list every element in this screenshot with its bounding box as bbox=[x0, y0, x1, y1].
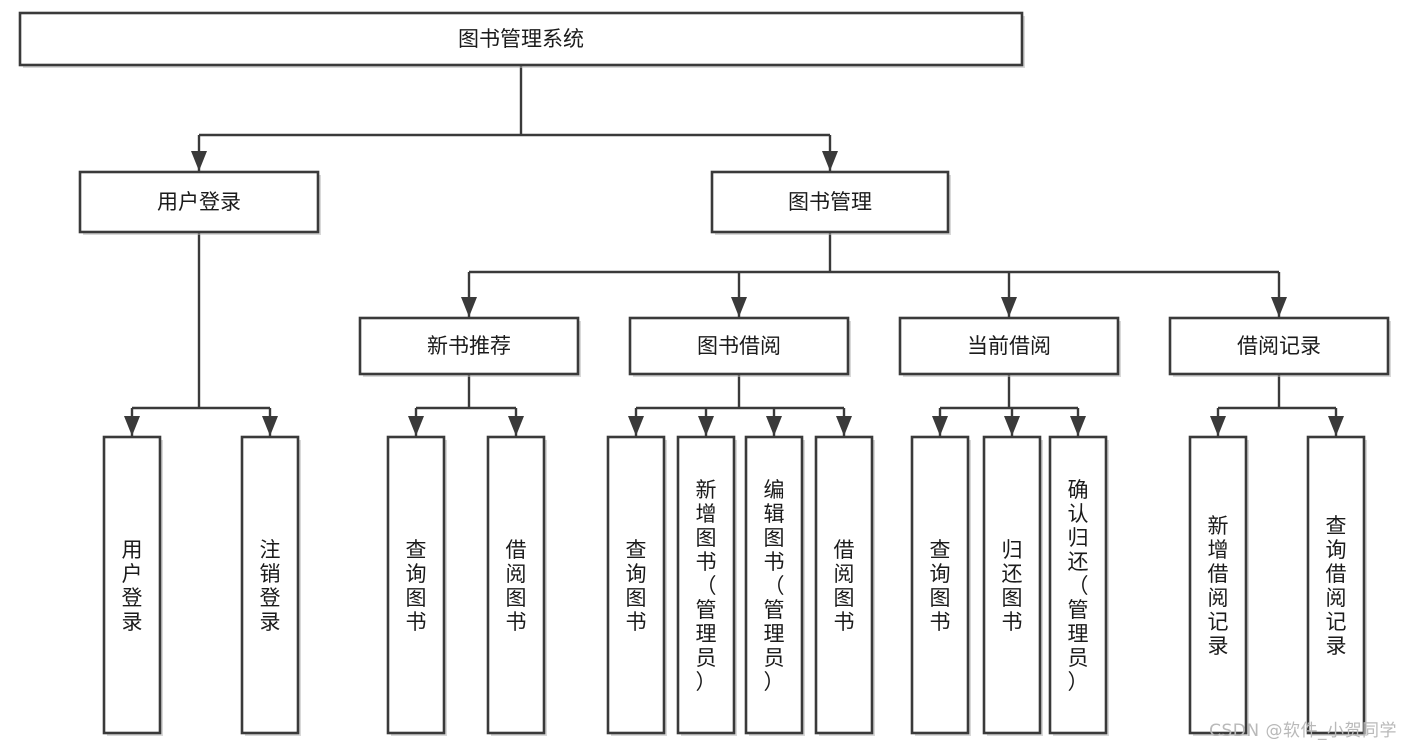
arrow-head-icon bbox=[508, 416, 524, 436]
node-borrow-borrow-book[interactable]: 借阅图书 bbox=[814, 435, 875, 736]
node-box bbox=[486, 435, 546, 735]
node-box bbox=[18, 11, 1024, 67]
node-current-confirm-return[interactable]: 确认归还（管理员） bbox=[1048, 435, 1109, 736]
node-recommend-borrow-book[interactable]: 借阅图书 bbox=[486, 435, 547, 736]
node-label: 用户登录 bbox=[157, 190, 241, 214]
node-box bbox=[982, 435, 1042, 735]
node-label: 图书借阅 bbox=[697, 334, 781, 358]
arrow-head-icon bbox=[1070, 416, 1086, 436]
node-box bbox=[358, 316, 580, 376]
node-user-logout[interactable]: 注销登录 bbox=[240, 435, 301, 736]
node-current-borrow[interactable]: 当前借阅 bbox=[898, 316, 1121, 377]
node-label: 用户登录 bbox=[122, 538, 143, 634]
node-label: 当前借阅 bbox=[967, 334, 1051, 358]
node-record-add[interactable]: 新增借阅记录 bbox=[1188, 435, 1249, 736]
node-new-book-recommend[interactable]: 新书推荐 bbox=[358, 316, 581, 377]
node-box bbox=[676, 435, 736, 735]
arrow-head-icon bbox=[408, 416, 424, 436]
node-current-return-book[interactable]: 归还图书 bbox=[982, 435, 1043, 736]
arrow-head-icon bbox=[628, 416, 644, 436]
node-box bbox=[1168, 316, 1390, 376]
node-box bbox=[744, 435, 804, 735]
node-borrow-add-book[interactable]: 新增图书（管理员） bbox=[676, 435, 737, 736]
node-label: 查询图书 bbox=[626, 538, 647, 634]
node-current-query-book[interactable]: 查询图书 bbox=[910, 435, 971, 736]
arrow-head-icon bbox=[1210, 416, 1226, 436]
arrow-head-icon bbox=[932, 416, 948, 436]
arrow-head-icon bbox=[731, 297, 747, 317]
arrow-head-icon bbox=[1004, 416, 1020, 436]
node-box bbox=[606, 435, 666, 735]
node-recommend-query-book[interactable]: 查询图书 bbox=[386, 435, 447, 736]
node-box bbox=[898, 316, 1120, 376]
arrow-head-icon bbox=[766, 416, 782, 436]
node-label: 借阅图书 bbox=[506, 538, 527, 634]
node-box bbox=[814, 435, 874, 735]
node-label: 图书管理 bbox=[788, 190, 872, 214]
node-label: 新增图书（管理员） bbox=[696, 478, 717, 694]
connector-layer bbox=[124, 65, 1344, 436]
arrow-head-icon bbox=[1328, 416, 1344, 436]
node-borrow-edit-book[interactable]: 编辑图书（管理员） bbox=[744, 435, 805, 736]
arrow-head-icon bbox=[1001, 297, 1017, 317]
node-label: 查询图书 bbox=[930, 538, 951, 634]
arrow-head-icon bbox=[124, 416, 140, 436]
node-record-query[interactable]: 查询借阅记录 bbox=[1306, 435, 1367, 736]
node-box bbox=[628, 316, 850, 376]
arrow-head-icon bbox=[836, 416, 852, 436]
node-layer: 图书管理系统用户登录用户登录注销登录图书管理新书推荐查询图书借阅图书图书借阅查询… bbox=[18, 11, 1391, 736]
watermark-label: CSDN @软件_小贺同学 bbox=[1209, 721, 1397, 741]
node-label: 借阅图书 bbox=[834, 538, 855, 634]
node-borrow-record[interactable]: 借阅记录 bbox=[1168, 316, 1391, 377]
node-label: 借阅记录 bbox=[1237, 334, 1321, 358]
node-user-login-do[interactable]: 用户登录 bbox=[102, 435, 163, 736]
node-box bbox=[910, 435, 970, 735]
node-label: 归还图书 bbox=[1002, 538, 1023, 634]
node-label: 编辑图书（管理员） bbox=[764, 478, 785, 694]
node-box bbox=[386, 435, 446, 735]
arrow-head-icon bbox=[191, 151, 207, 171]
node-root[interactable]: 图书管理系统 bbox=[18, 11, 1025, 68]
node-box bbox=[78, 170, 320, 234]
arrow-head-icon bbox=[461, 297, 477, 317]
node-book-borrow[interactable]: 图书借阅 bbox=[628, 316, 851, 377]
node-user-login[interactable]: 用户登录 bbox=[78, 170, 321, 235]
node-box bbox=[1188, 435, 1248, 735]
node-label: 新增借阅记录 bbox=[1208, 514, 1229, 658]
node-book-management[interactable]: 图书管理 bbox=[710, 170, 951, 235]
node-box bbox=[1306, 435, 1366, 735]
arrow-head-icon bbox=[822, 151, 838, 171]
node-label: 图书管理系统 bbox=[458, 27, 584, 51]
node-label: 确认归还（管理员） bbox=[1068, 478, 1089, 694]
arrow-head-icon bbox=[262, 416, 278, 436]
node-box bbox=[710, 170, 950, 234]
node-label: 查询图书 bbox=[406, 538, 427, 634]
node-borrow-query-book[interactable]: 查询图书 bbox=[606, 435, 667, 736]
node-label: 查询借阅记录 bbox=[1326, 514, 1347, 658]
arrow-head-icon bbox=[698, 416, 714, 436]
node-label: 新书推荐 bbox=[427, 334, 511, 358]
node-box bbox=[240, 435, 300, 735]
node-box bbox=[102, 435, 162, 735]
node-box bbox=[1048, 435, 1108, 735]
arrow-head-icon bbox=[1271, 297, 1287, 317]
node-label: 注销登录 bbox=[260, 538, 281, 634]
